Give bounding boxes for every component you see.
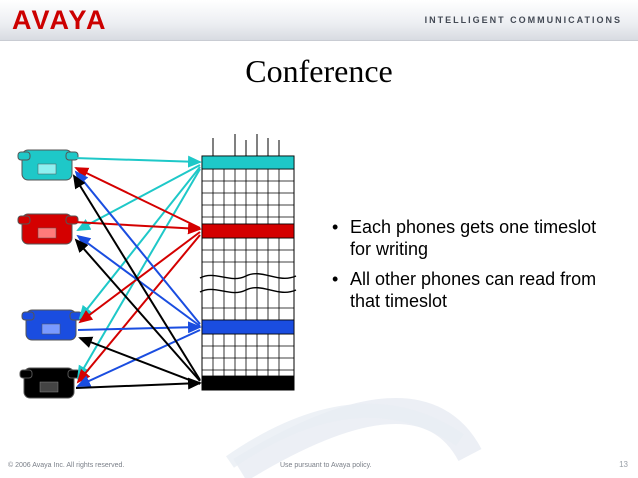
slide-title: Conference xyxy=(245,53,393,89)
footer-policy: Use pursuant to Avaya policy. xyxy=(280,462,372,469)
page-number: 13 xyxy=(619,460,628,469)
footer-copyright: © 2006 Avaya Inc. All rights reserved. xyxy=(8,462,125,469)
timeslot-blue xyxy=(201,319,295,335)
bullet-item: •All other phones can read from that tim… xyxy=(332,269,597,311)
cyan-phone-icon xyxy=(17,149,79,181)
bullet-dot-icon: • xyxy=(332,217,339,237)
black-phone-icon xyxy=(19,367,81,399)
blue-phone-icon xyxy=(21,309,83,341)
bullet-dot-icon: • xyxy=(332,269,339,289)
bullet-item: •Each phones gets one timeslot for writi… xyxy=(332,217,597,259)
grid-break-bottom xyxy=(199,287,297,294)
grid-break-top xyxy=(199,273,297,280)
header-bar: AVAYA INTELLIGENT COMMUNICATIONS xyxy=(0,0,638,41)
connection-arrows xyxy=(72,155,202,390)
avaya-logo: AVAYA xyxy=(12,5,108,35)
timeslot-black xyxy=(201,375,295,391)
bullet-list: •Each phones gets one timeslot for writi… xyxy=(332,216,622,320)
tagline: INTELLIGENT COMMUNICATIONS xyxy=(424,15,622,25)
timeslot-grid xyxy=(199,134,297,391)
timeslot-cyan xyxy=(201,155,295,170)
timeslot-red xyxy=(201,223,295,239)
red-phone-icon xyxy=(17,213,79,245)
